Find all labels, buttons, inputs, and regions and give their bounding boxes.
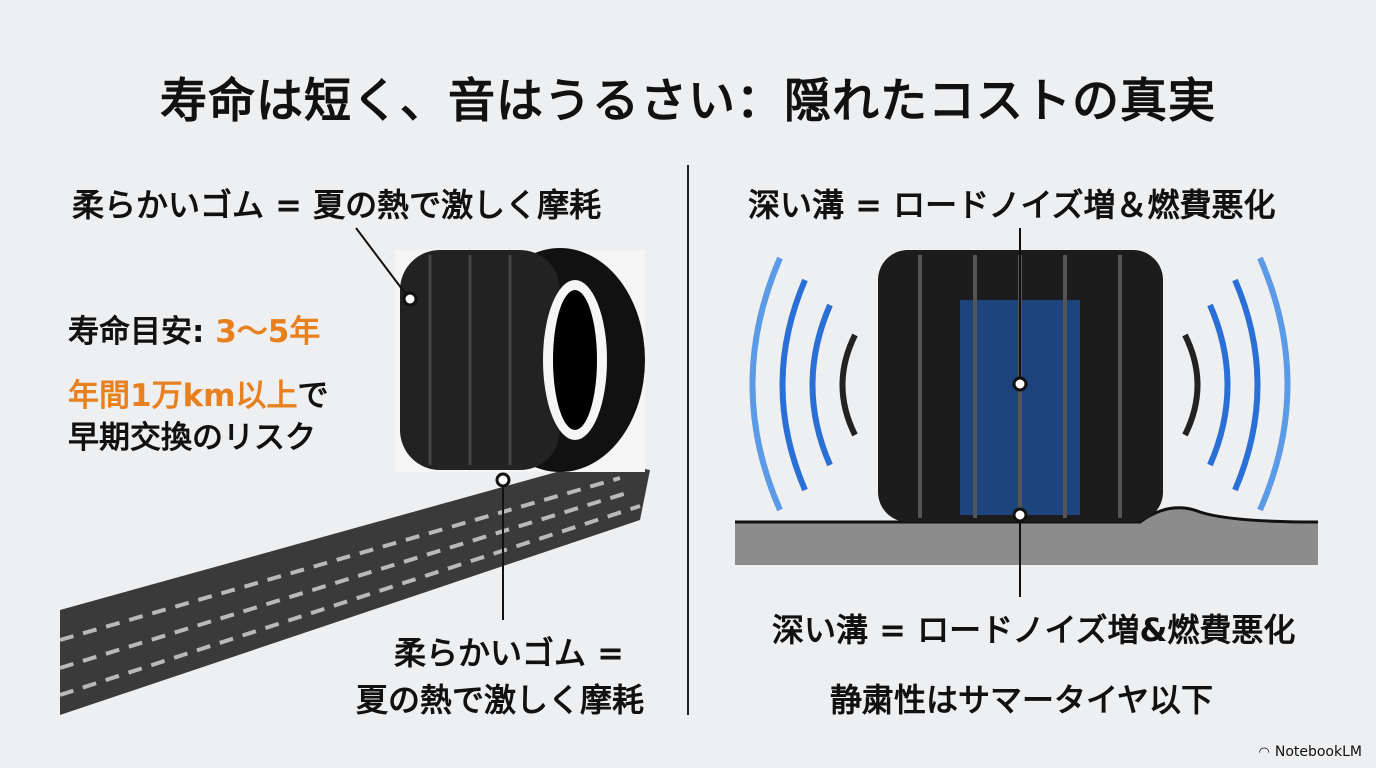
callout-line-bottom-left bbox=[495, 472, 511, 620]
callout-line-top-left bbox=[355, 227, 418, 307]
mileage-highlight: 年間1万km以上 bbox=[68, 378, 298, 414]
sound-wave-icon-right bbox=[1182, 256, 1291, 512]
sound-wave-icon-left bbox=[749, 256, 858, 512]
risk-text-line2: 早期交換のリスク bbox=[68, 420, 316, 456]
risk-suffix: で bbox=[297, 378, 329, 414]
notebooklm-brand: ◠ NotebookLM bbox=[1259, 744, 1363, 760]
notebooklm-logo-icon: ◠ bbox=[1258, 744, 1270, 760]
column-divider bbox=[687, 165, 689, 715]
deep-tread-label-bottom: 深い溝 = ロードノイズ増&燃費悪化 bbox=[772, 611, 1296, 649]
callout-lines-right bbox=[1012, 228, 1028, 597]
deep-tread-label-top: 深い溝 = ロードノイズ増＆燃費悪化 bbox=[748, 186, 1276, 224]
soft-rubber-label-bottom-1: 柔らかいゴム = bbox=[394, 634, 624, 672]
road-surface bbox=[735, 506, 1319, 565]
lifespan-value: 3〜5年 bbox=[215, 314, 321, 350]
slide-title: 寿命は短く、音はうるさい：隠れたコストの真実 bbox=[160, 74, 1216, 129]
quietness-label: 静粛性はサマータイヤ以下 bbox=[830, 681, 1214, 719]
risk-text-line1: 年間1万km以上で bbox=[68, 370, 329, 415]
brand-text: NotebookLM bbox=[1274, 744, 1362, 760]
soft-rubber-label-bottom-2: 夏の熱で激しく摩耗 bbox=[355, 681, 644, 719]
lifespan-label: 寿命目安: bbox=[68, 314, 216, 350]
lifespan-text: 寿命目安: 3〜5年 bbox=[68, 306, 320, 351]
soft-rubber-label-top: 柔らかいゴム = 夏の熱で激しく摩耗 bbox=[72, 186, 602, 224]
worn-tire-image bbox=[395, 248, 645, 472]
